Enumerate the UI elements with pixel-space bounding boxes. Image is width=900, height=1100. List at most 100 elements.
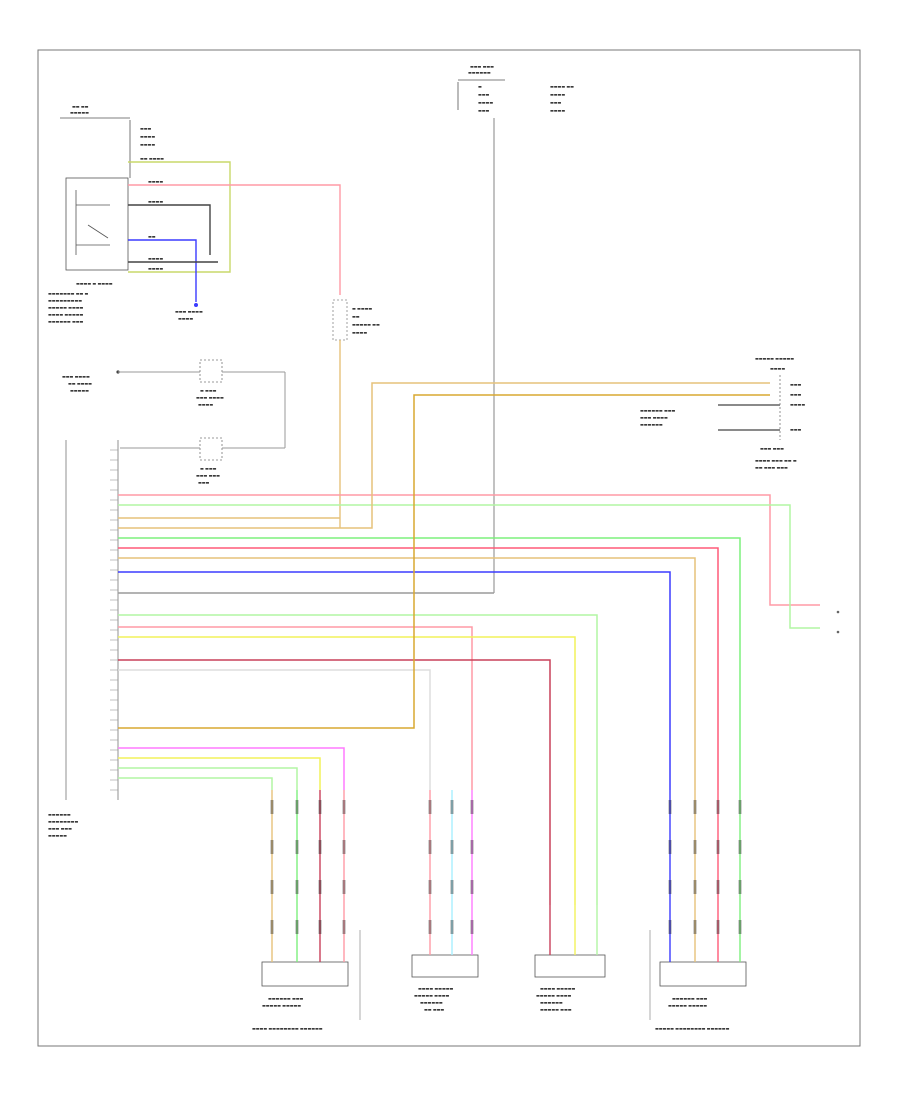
svg-text:▬▬▬: ▬▬▬	[478, 92, 490, 97]
svg-text:▬▬▬▬: ▬▬▬▬	[352, 330, 367, 335]
svg-text:▬▬▬: ▬▬▬	[790, 392, 802, 397]
svg-text:▬▬▬▬▬▬ ▬▬▬: ▬▬▬▬▬▬ ▬▬▬	[672, 996, 708, 1001]
wire-label-mark	[693, 880, 697, 894]
wire-label-mark	[716, 880, 720, 894]
relay-wires	[128, 161, 341, 302]
wire-label-mark	[428, 920, 432, 934]
headlight-relay	[60, 117, 131, 271]
wire-lightgreen-3	[118, 767, 298, 790]
svg-text:▬▬▬ ▬▬▬: ▬▬▬ ▬▬▬	[196, 473, 220, 478]
wire-label-mark	[716, 840, 720, 854]
svg-text:▬▬▬▬: ▬▬▬▬	[140, 142, 155, 147]
pin-label-ticks	[110, 449, 118, 791]
wire-label-mark	[270, 800, 274, 814]
svg-text:▬▬▬▬: ▬▬▬▬	[770, 366, 785, 371]
svg-text:▬▬▬▬▬▬▬▬▬: ▬▬▬▬▬▬▬▬▬	[48, 298, 82, 303]
wire-label-mark	[668, 920, 672, 934]
svg-text:▬▬: ▬▬	[352, 314, 360, 319]
svg-text:▬▬▬▬: ▬▬▬▬	[550, 108, 565, 113]
wire-label-mark	[450, 840, 454, 854]
svg-text:▬▬▬: ▬▬▬	[790, 382, 802, 387]
wire-blue-1	[118, 571, 671, 790]
svg-text:▬▬▬▬ ▬▬▬ ▬▬ ▬: ▬▬▬▬ ▬▬▬ ▬▬ ▬	[755, 458, 797, 463]
wire-label-mark	[270, 920, 274, 934]
wire-label-mark	[668, 880, 672, 894]
svg-text:▬▬▬▬▬ ▬▬▬▬▬: ▬▬▬▬▬ ▬▬▬▬▬	[668, 1003, 707, 1008]
wire-label-mark	[342, 840, 346, 854]
svg-text:▬▬▬▬ ▬▬▬▬▬: ▬▬▬▬ ▬▬▬▬▬	[48, 312, 84, 317]
left-sensor: ▬▬▬▬▬▬ ▬▬▬ ▬▬▬▬▬ ▬▬▬▬▬ ▬▬▬▬ ▬▬▬▬▬▬▬▬ ▬▬▬…	[252, 930, 361, 1031]
svg-text:▬▬ ▬▬▬ ▬▬▬: ▬▬ ▬▬▬ ▬▬▬	[755, 465, 788, 470]
top-connector: ▬▬▬ ▬▬▬ ▬▬▬▬▬▬ ▬ ▬▬▬ ▬▬▬▬ ▬▬▬ ▬▬▬▬ ▬▬ ▬▬…	[457, 64, 574, 593]
svg-text:▬▬▬▬: ▬▬▬▬	[148, 199, 163, 204]
wire-label-mark	[470, 880, 474, 894]
wire-green-1	[118, 537, 741, 790]
svg-text:▬▬ ▬▬: ▬▬ ▬▬	[72, 104, 89, 109]
wire-label-mark	[693, 920, 697, 934]
svg-text:▬▬▬▬▬ ▬▬▬▬: ▬▬▬▬▬ ▬▬▬▬	[536, 993, 572, 998]
wire-label-mark	[693, 840, 697, 854]
svg-text:▬▬▬: ▬▬▬	[550, 100, 562, 105]
wire-label-mark	[428, 880, 432, 894]
svg-text:▬▬▬ ▬▬▬: ▬▬▬ ▬▬▬	[760, 446, 784, 451]
svg-text:▬▬▬: ▬▬▬	[198, 480, 210, 485]
wire-red-top	[128, 184, 341, 295]
wire-label-mark	[668, 840, 672, 854]
wire-orange-1	[118, 382, 770, 529]
wire-label-mark	[738, 840, 742, 854]
wire-label-mark	[428, 800, 432, 814]
wire-label-mark	[450, 920, 454, 934]
svg-text:▬▬ ▬▬▬: ▬▬ ▬▬▬	[424, 1007, 444, 1012]
wire-lightgreen-1	[118, 504, 820, 629]
right-sensor: ▬▬▬▬▬▬ ▬▬▬ ▬▬▬▬▬ ▬▬▬▬▬ ▬▬▬▬▬ ▬▬▬▬▬▬▬▬ ▬▬…	[649, 930, 747, 1031]
wire-gray-2	[118, 669, 431, 790]
svg-text:▬▬▬▬: ▬▬▬▬	[148, 266, 163, 271]
svg-text:▬▬▬▬▬ ▬▬▬▬▬: ▬▬▬▬▬ ▬▬▬▬▬	[262, 1003, 301, 1008]
svg-text:▬▬▬▬▬▬: ▬▬▬▬▬▬	[468, 70, 491, 75]
wire-black-1	[128, 204, 211, 255]
svg-text:▬▬▬▬ ▬▬▬▬▬: ▬▬▬▬ ▬▬▬▬▬	[540, 986, 576, 991]
svg-text:▬▬▬▬: ▬▬▬▬	[140, 134, 155, 139]
svg-text:▬▬▬▬▬: ▬▬▬▬▬	[48, 833, 67, 838]
wire-label-mark	[450, 880, 454, 894]
svg-text:▬▬▬▬▬ ▬▬▬▬: ▬▬▬▬▬ ▬▬▬▬	[414, 993, 450, 998]
wire-label-mark	[738, 800, 742, 814]
svg-text:▬▬▬ ▬▬▬▬: ▬▬▬ ▬▬▬▬	[62, 374, 90, 379]
svg-text:▬▬▬▬▬▬: ▬▬▬▬▬▬	[420, 1000, 443, 1005]
wire-label-mark	[428, 840, 432, 854]
svg-text:▬▬▬ ▬▬▬: ▬▬▬ ▬▬▬	[470, 64, 494, 69]
svg-text:▬▬▬▬ ▬▬▬▬▬: ▬▬▬▬ ▬▬▬▬▬	[418, 986, 454, 991]
right-module-wires	[718, 404, 780, 431]
wire-yellow-green	[128, 161, 231, 273]
ground-point	[194, 303, 198, 307]
wire-label-mark	[318, 800, 322, 814]
wire-label-mark	[295, 880, 299, 894]
ecu-module: ▬▬▬▬▬ ▬▬▬▬▬ ▬▬▬▬ ▬▬▬ ▬▬▬ ▬▬▬▬ ▬▬▬ ▬▬▬ ▬▬…	[640, 356, 805, 470]
front-sensor: ▬▬▬▬ ▬▬▬▬▬ ▬▬▬▬▬ ▬▬▬▬ ▬▬▬▬▬▬ ▬▬▬▬▬ ▬▬▬	[534, 954, 606, 1012]
wire-blue-relay	[128, 239, 197, 302]
svg-text:▬▬▬▬ ▬▬▬▬▬▬▬▬ ▬▬▬▬▬▬: ▬▬▬▬ ▬▬▬▬▬▬▬▬ ▬▬▬▬▬▬	[252, 1026, 323, 1031]
svg-text:▬▬: ▬▬	[148, 234, 156, 239]
rear-sensor: ▬▬▬▬ ▬▬▬▬▬ ▬▬▬▬▬ ▬▬▬▬ ▬▬▬▬▬▬ ▬▬ ▬▬▬	[411, 954, 479, 1012]
wire-pinkred-1	[118, 547, 719, 790]
wire-label-mark	[342, 800, 346, 814]
svg-text:▬▬▬: ▬▬▬	[790, 427, 802, 432]
svg-text:▬▬▬▬▬: ▬▬▬▬▬	[70, 110, 89, 115]
wire-label-mark	[716, 920, 720, 934]
svg-text:▬▬ ▬▬▬▬: ▬▬ ▬▬▬▬	[68, 381, 92, 386]
wire-label-mark	[342, 880, 346, 894]
wire-label-mark	[295, 920, 299, 934]
svg-text:▬ ▬▬▬: ▬ ▬▬▬	[200, 466, 217, 471]
wire-label-mark	[738, 920, 742, 934]
svg-text:▬▬▬▬▬ ▬▬▬: ▬▬▬▬▬ ▬▬▬	[540, 1007, 572, 1012]
wire-label-mark	[470, 800, 474, 814]
svg-text:▬▬▬ ▬▬▬▬: ▬▬▬ ▬▬▬▬	[175, 309, 203, 314]
right-terminals	[836, 610, 840, 634]
left-switch-group: ▬▬▬ ▬▬▬▬ ▬▬ ▬▬▬▬ ▬▬▬▬▬ ▬ ▬▬▬ ▬▬▬ ▬▬▬▬ ▬▬…	[62, 359, 286, 485]
svg-text:▬ ▬▬▬: ▬ ▬▬▬	[200, 388, 217, 393]
svg-text:▬▬▬ ▬▬▬▬: ▬▬▬ ▬▬▬▬	[196, 395, 224, 400]
svg-text:▬▬▬▬▬ ▬▬▬▬: ▬▬▬▬▬ ▬▬▬▬	[48, 305, 84, 310]
svg-text:▬▬▬▬: ▬▬▬▬	[478, 100, 493, 105]
svg-text:▬▬▬▬▬▬ ▬▬▬: ▬▬▬▬▬▬ ▬▬▬	[640, 408, 676, 413]
